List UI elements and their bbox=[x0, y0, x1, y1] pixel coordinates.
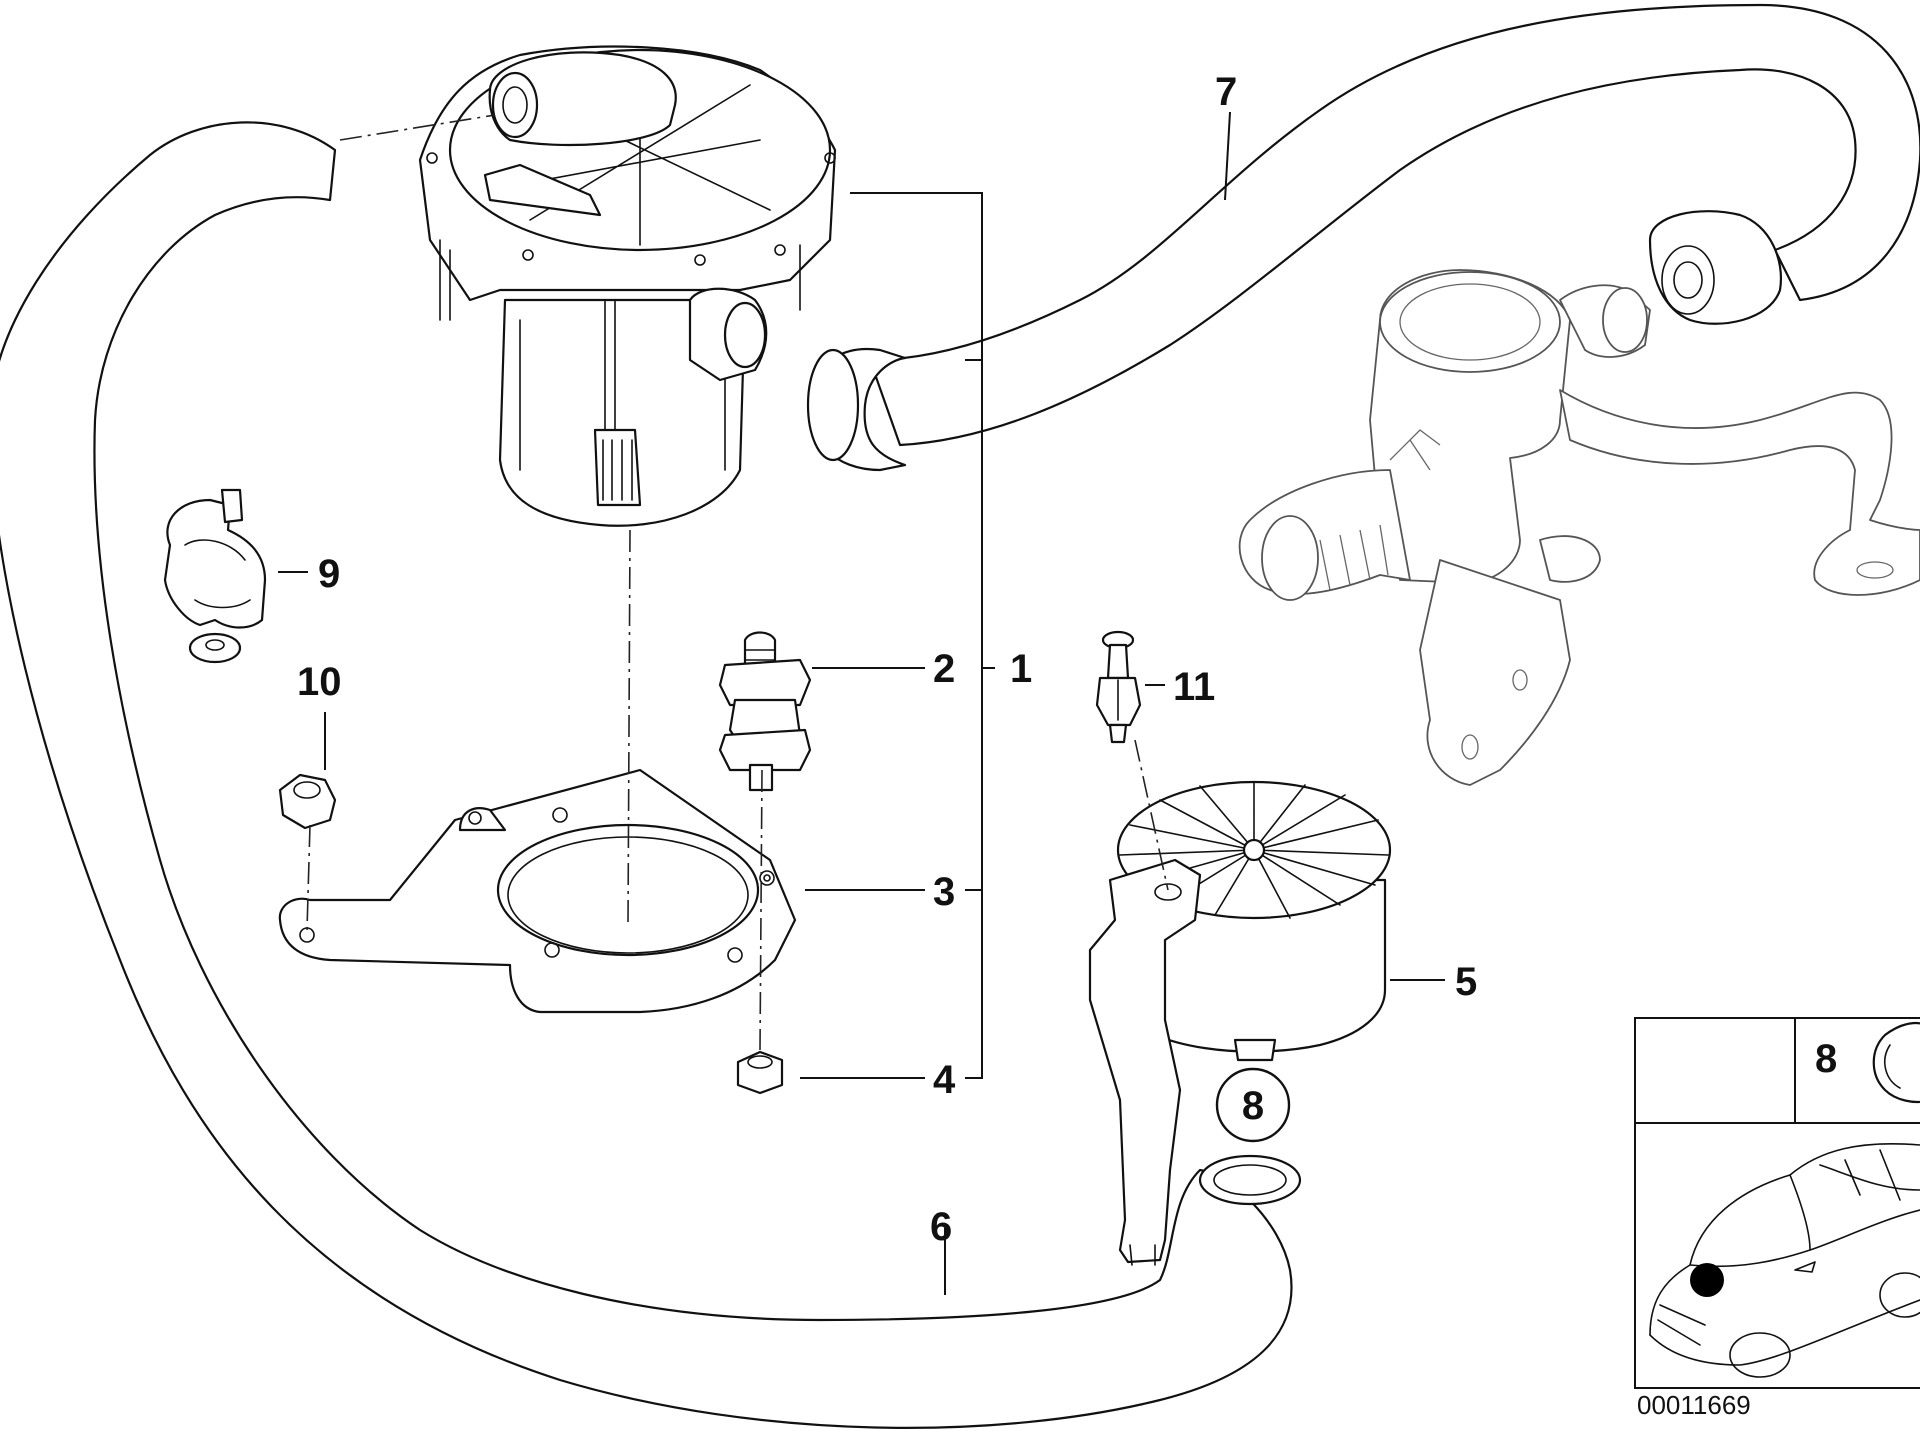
callout-6: 6 bbox=[930, 1205, 952, 1249]
image-reference-number: 00011669 bbox=[1637, 1390, 1751, 1420]
rubber-mount-2 bbox=[718, 631, 812, 792]
air-filter-5 bbox=[1088, 780, 1392, 1266]
hose-6 bbox=[0, 121, 1302, 1429]
location-inset: 8 00011669 bbox=[1634, 1017, 1920, 1420]
callout-3: 3 bbox=[933, 870, 955, 914]
clamp-9 bbox=[163, 488, 267, 664]
air-valve-assembly bbox=[1238, 269, 1920, 786]
callout-2: 2 bbox=[933, 647, 955, 691]
callout-4: 4 bbox=[933, 1058, 956, 1102]
assembly-axis-lines bbox=[306, 114, 1169, 1051]
inset-callout-8: 8 bbox=[1815, 1037, 1837, 1081]
leader-lines bbox=[278, 111, 1445, 1295]
callout-8-circle: 8 bbox=[1215, 1067, 1291, 1143]
nut-10 bbox=[278, 773, 337, 830]
callout-5: 5 bbox=[1455, 960, 1477, 1004]
hose-7 bbox=[806, 3, 1920, 472]
secondary-air-pump bbox=[418, 45, 837, 527]
callout-7: 7 bbox=[1215, 70, 1237, 114]
inset-car bbox=[1649, 1142, 1920, 1378]
inset-clamp bbox=[1872, 1022, 1920, 1104]
pump-bracket-3 bbox=[278, 768, 797, 1014]
callout-1: 1 bbox=[1010, 647, 1032, 691]
rivet-11 bbox=[1095, 630, 1142, 744]
callout-labels: 1 2 3 4 5 6 7 8 9 10 11 bbox=[297, 70, 1477, 1249]
callout-8: 8 bbox=[1242, 1084, 1264, 1128]
nut-4 bbox=[736, 1050, 784, 1095]
callout-11: 11 bbox=[1173, 665, 1215, 709]
inset-location-marker bbox=[1690, 1263, 1724, 1297]
callout-9: 9 bbox=[318, 552, 340, 596]
callout-10: 10 bbox=[297, 660, 342, 704]
